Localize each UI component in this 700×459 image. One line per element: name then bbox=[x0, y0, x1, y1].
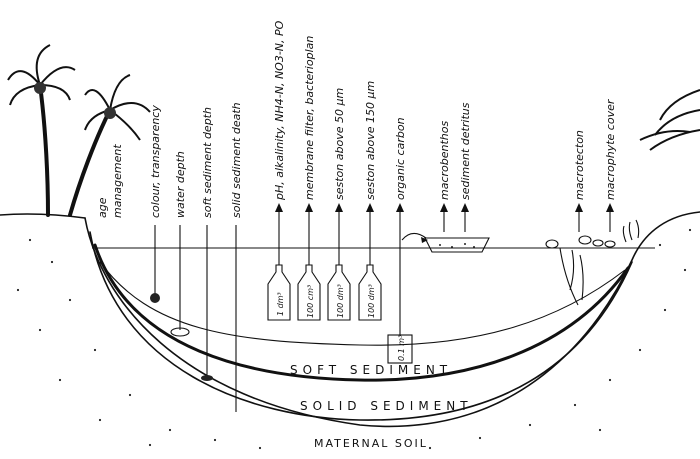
aquatic-plants bbox=[545, 210, 616, 306]
core-sampler bbox=[387, 210, 413, 364]
sampler-label-2: 100 cm³ bbox=[306, 285, 315, 318]
label-sediment-detritus: sediment detritus bbox=[459, 102, 472, 200]
maternal-soil-boundary bbox=[89, 231, 633, 421]
core-sampler-label: 0.1 m³ bbox=[397, 335, 406, 361]
label-membrane-filter: membrane filter, bacterioplan bbox=[303, 36, 316, 200]
depth-weight-icon bbox=[170, 327, 190, 337]
label-ph-chemistry: pH, alkalinity, NH4-N, NO3-N, PO bbox=[273, 20, 286, 201]
layer-solid-sediment: SOLID SEDIMENT bbox=[300, 399, 473, 413]
sampler-label-1: 1 dm³ bbox=[276, 292, 285, 316]
solid-sediment-boundary bbox=[93, 243, 630, 382]
label-macrotecton: macrotecton bbox=[573, 130, 586, 200]
label-management: management bbox=[111, 144, 124, 218]
label-macrophyte-cover: macrophyte cover bbox=[604, 98, 617, 200]
sampler-label-3: 100 dm³ bbox=[336, 284, 345, 318]
label-macrobenthos: macrobenthos bbox=[438, 121, 451, 200]
label-seston-150: seston above 150 µm bbox=[364, 81, 377, 200]
label-colour-transparency: colour, transparency bbox=[149, 105, 162, 218]
label-solid-sediment-death: solid sediment death bbox=[230, 102, 243, 218]
label-soft-sediment-depth: soft sediment depth bbox=[201, 107, 214, 218]
soil-dots bbox=[16, 228, 692, 450]
sediment-probe-icon bbox=[201, 375, 213, 381]
vertical-labels: age management colour, transparency wate… bbox=[96, 20, 617, 218]
layer-maternal-soil: MATERNAL SOIL bbox=[314, 437, 428, 450]
basin-outline bbox=[84, 211, 700, 428]
label-water-depth: water depth bbox=[174, 151, 187, 218]
measurement-lines bbox=[150, 225, 237, 412]
ground-surface-left bbox=[0, 213, 86, 219]
soft-sediment-boundary bbox=[99, 261, 626, 346]
label-seston-50: seston above 50 µm bbox=[333, 88, 346, 200]
arrow-heads bbox=[275, 203, 614, 212]
benthos-tray bbox=[401, 210, 490, 253]
layer-soft-sediment: SOFT SEDIMENT bbox=[290, 363, 452, 377]
secchi-disk-icon bbox=[150, 293, 160, 303]
vegetation-right bbox=[622, 89, 700, 243]
sampler-label-4: 100 dm³ bbox=[367, 284, 376, 318]
sampler-labels: 1 dm³ 100 cm³ 100 dm³ 100 dm³ 0.1 m³ bbox=[276, 284, 406, 361]
label-organic-carbon: organic carbon bbox=[394, 117, 407, 200]
palm-trees-left bbox=[7, 44, 151, 217]
label-age: age bbox=[96, 197, 109, 218]
bottle-samplers bbox=[267, 210, 382, 321]
